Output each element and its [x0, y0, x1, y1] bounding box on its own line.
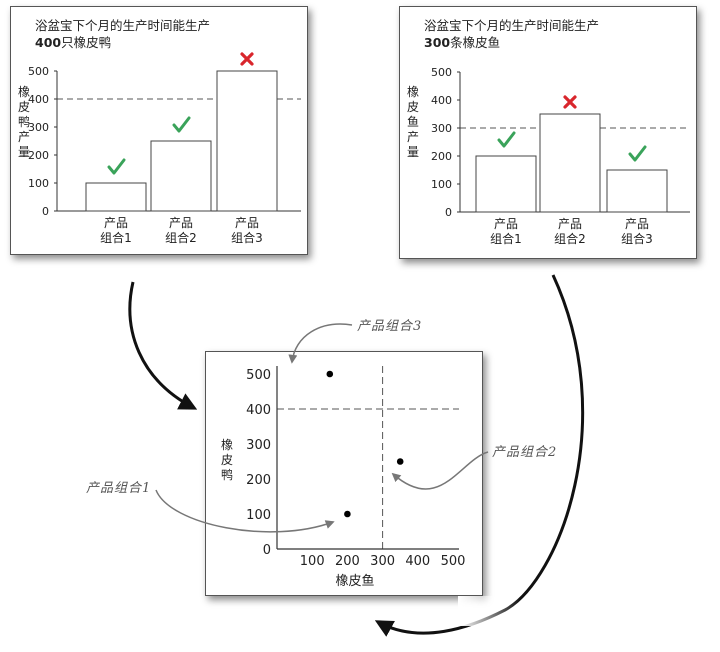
x-tick-label: 500 [441, 554, 466, 569]
x-tick-label: 产品 [625, 217, 649, 231]
bar [606, 169, 668, 213]
y-tick-label: 500 [431, 66, 452, 79]
check-icon [628, 145, 647, 162]
callout-arrow-combo2 [391, 451, 489, 490]
callout-arrow-combo1 [155, 489, 335, 533]
scatter-chart-panel: 橡皮鸭 0 100 200 300 400 500 100 200 300 400 500 橡皮鱼 [205, 351, 483, 596]
x-tick-label: 组合1 [490, 231, 522, 246]
x-tick-label: 产品 [235, 216, 259, 230]
y-tick-label: 100 [431, 178, 452, 191]
cross-icon [563, 95, 577, 109]
x-tick-label: 组合3 [621, 231, 653, 246]
y-axis-label-char: 橡 [406, 85, 419, 99]
title-unit: 只橡皮鸭 [61, 35, 112, 50]
chart-title: 浴盆宝下个月的生产时间能生产 400只橡皮鸭 [35, 17, 210, 51]
x-tick-label: 产品 [494, 217, 518, 231]
callout-combo2: 产品组合2 [492, 445, 558, 460]
y-tick-label: 100 [28, 177, 49, 190]
y-tick-label: 400 [28, 93, 49, 106]
y-axis-label-char: 鸭 [220, 468, 233, 482]
y-tick-label: 400 [431, 94, 452, 107]
chart-title: 浴盆宝下个月的生产时间能生产 300条橡皮鱼 [424, 17, 599, 51]
x-tick-label: 组合2 [554, 231, 586, 246]
y-axis-label-char: 皮 [17, 100, 30, 114]
check-icon [172, 116, 191, 133]
flow-arrow-left [128, 281, 198, 410]
y-axis-label-char: 鱼 [406, 115, 419, 129]
y-axis-label-char: 量 [406, 145, 419, 159]
fade-strip [458, 596, 520, 626]
y-tick-label: 300 [246, 438, 271, 453]
y-tick-label: 400 [246, 403, 271, 418]
y-axis-label: 橡皮鱼产量 [406, 85, 420, 160]
data-point [344, 510, 351, 518]
callout-arrow-combo3 [288, 323, 353, 364]
x-tick-label: 100 [300, 554, 325, 569]
x-axis-label: 橡皮鱼 [335, 573, 374, 589]
y-axis-label-char: 量 [17, 145, 30, 159]
x-tick-label: 产品 [558, 217, 582, 231]
bar [539, 113, 601, 213]
y-tick-label: 100 [246, 508, 271, 523]
callout-combo1: 产品组合1 [86, 481, 152, 496]
y-tick-label: 300 [28, 121, 49, 134]
bar [475, 155, 537, 213]
x-tick-label: 组合1 [100, 230, 132, 245]
cross-stroke [240, 52, 254, 66]
y-axis-label-char: 橡 [220, 438, 233, 452]
data-point [326, 370, 334, 378]
y-axis-label-char: 皮 [220, 453, 233, 467]
x-tick-label: 产品 [104, 216, 128, 230]
x-tick-label: 产品 [169, 216, 193, 230]
x-tick-label: 300 [370, 554, 395, 569]
x-tick-label: 组合2 [165, 230, 197, 245]
check-icon [497, 131, 516, 148]
scatter-chart: 0 100 200 300 400 500 100 200 300 400 500 橡皮鱼 [246, 366, 466, 589]
callout-combo3: 产品组合3 [357, 319, 423, 334]
y-tick-label: 200 [28, 149, 49, 162]
y-tick-label: 200 [246, 473, 271, 488]
bar [150, 140, 212, 212]
bar [85, 182, 147, 212]
title-number: 400 [35, 35, 62, 50]
cross-stroke [563, 95, 577, 109]
y-tick-label: 300 [431, 122, 452, 135]
y-axis-label-char: 鸭 [17, 115, 30, 129]
title-unit: 条橡皮鱼 [450, 35, 501, 50]
x-tick-label: 组合3 [231, 230, 263, 245]
flow-arrow-right [374, 274, 585, 637]
y-axis-label: 橡皮鸭 [220, 438, 234, 483]
cross-icon [240, 52, 254, 66]
y-tick-label: 0 [42, 205, 49, 218]
y-axis-label-char: 产 [406, 130, 419, 144]
y-tick-label: 0 [445, 206, 452, 219]
y-axis-label: 橡皮鸭产量 [17, 85, 31, 160]
title-line: 浴盆宝下个月的生产时间能生产 [35, 18, 211, 33]
y-axis-label-char: 皮 [406, 100, 419, 114]
y-tick-label: 0 [263, 543, 271, 558]
x-tick-label: 400 [405, 554, 430, 569]
y-axis-label-char: 橡 [17, 85, 30, 99]
y-tick-label: 500 [246, 368, 271, 383]
title-line: 浴盆宝下个月的生产时间能生产 [424, 18, 600, 33]
y-axis-label-char: 产 [17, 130, 30, 144]
y-tick-label: 200 [431, 150, 452, 163]
data-point [396, 458, 404, 465]
bar [216, 70, 278, 212]
x-tick-label: 200 [335, 554, 360, 569]
title-number: 300 [424, 35, 451, 50]
check-icon [107, 158, 126, 175]
y-tick-label: 500 [28, 65, 49, 78]
